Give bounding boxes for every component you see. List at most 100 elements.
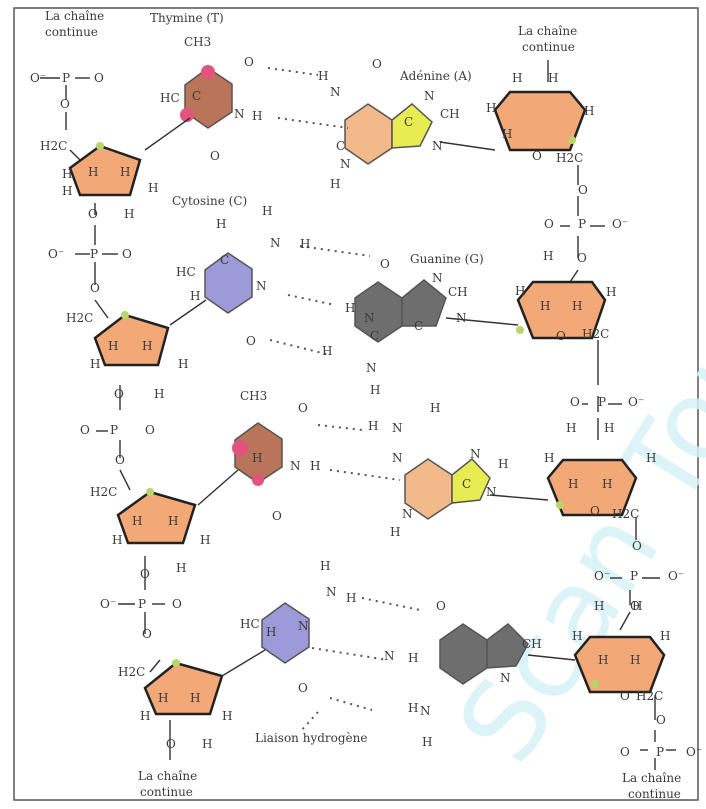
atom-label: H xyxy=(202,737,212,751)
atom-label: O xyxy=(90,281,100,295)
accent xyxy=(96,142,104,150)
atom-label: N xyxy=(392,421,403,435)
atom-label: H2C xyxy=(66,311,93,325)
guanine-ring-5-1 xyxy=(401,279,447,327)
atom-label: O xyxy=(577,251,587,265)
atom-label: N xyxy=(340,157,351,171)
atom-label: N xyxy=(270,236,281,250)
atom-label: P xyxy=(578,217,586,231)
atom-label: N xyxy=(256,279,267,293)
atom-label: H xyxy=(572,299,582,313)
atom-label: O xyxy=(142,627,152,641)
label-hbond: Liaison hydrogène xyxy=(255,731,368,745)
atom-label: H xyxy=(408,701,418,715)
glycosidic-bonds xyxy=(144,117,576,677)
left-sugars xyxy=(68,142,224,716)
atom-label: H xyxy=(422,735,432,749)
atom-label: O xyxy=(114,387,124,401)
atom-label: N xyxy=(384,649,395,663)
label-cytosine: Cytosine (C) xyxy=(172,194,247,208)
atom-label: O xyxy=(80,423,90,437)
label-chain-left-top-2: continue xyxy=(45,25,98,39)
cytosine-ring-2 xyxy=(261,602,310,664)
atom-label: O xyxy=(298,401,308,415)
atom-label: O xyxy=(372,57,382,71)
atom-label: P xyxy=(62,71,70,85)
atom-label: O xyxy=(166,737,176,751)
atom-label: H xyxy=(566,421,576,435)
atom-label: H xyxy=(90,357,100,371)
atom-label: O xyxy=(172,597,182,611)
atom-label: H xyxy=(346,591,356,605)
atom-label: N xyxy=(432,271,443,285)
atom-label: O xyxy=(298,681,308,695)
atom-label: H xyxy=(632,599,642,613)
atom-label: H xyxy=(646,451,656,465)
label-adenine: Adénine (A) xyxy=(399,69,472,83)
atom-label: O xyxy=(532,149,542,163)
atom-label: H xyxy=(548,71,558,85)
atom-label: H xyxy=(540,299,550,313)
atom-label: N xyxy=(402,507,413,521)
right-sugars xyxy=(493,90,666,694)
atom-label: CH3 xyxy=(184,35,211,49)
atom-label: H xyxy=(140,709,150,723)
atom-label: H xyxy=(222,709,232,723)
atom-label: O xyxy=(578,183,588,197)
atom-label: P xyxy=(630,569,638,583)
atom-label: N xyxy=(330,85,341,99)
left-backbone xyxy=(40,77,171,760)
atom-label: O xyxy=(544,217,554,231)
atom-label: H2C xyxy=(582,327,609,341)
atom-label: O⁻ xyxy=(612,217,628,231)
label-chain-right-top-1: La chaîne xyxy=(518,24,577,38)
atom-label: H xyxy=(62,167,72,181)
atom-label: C xyxy=(336,139,345,153)
atom-label: H xyxy=(572,629,582,643)
atom-label: O xyxy=(272,509,282,523)
atom-label: N xyxy=(364,311,375,325)
atom-label: O xyxy=(556,329,566,343)
atom-label: N xyxy=(298,619,309,633)
atom-label: H xyxy=(598,653,608,667)
adenine-ring-5-1 xyxy=(391,103,433,149)
atom-label: N xyxy=(326,585,337,599)
adenine-ring-5-2 xyxy=(451,457,491,504)
atom-label: H xyxy=(408,651,418,665)
adenine-ring-1 xyxy=(344,103,393,165)
accent xyxy=(556,501,564,509)
atom-label: O⁻ xyxy=(100,597,116,611)
atom-label: N xyxy=(420,704,431,718)
atom-label: H xyxy=(148,181,158,195)
atom-label: O⁻ xyxy=(668,569,684,583)
atom-label: H xyxy=(252,451,262,465)
sugar-left-3 xyxy=(116,490,197,545)
atom-label: H xyxy=(430,401,440,415)
accent xyxy=(591,680,599,688)
atom-label: H xyxy=(62,184,72,198)
atom-label: O xyxy=(246,334,256,348)
diagram-border xyxy=(13,7,699,801)
atom-label: O xyxy=(122,247,132,261)
atom-label: H2C xyxy=(90,485,117,499)
atom-label: H xyxy=(345,301,355,315)
atom-label: H xyxy=(176,561,186,575)
atom-label: H xyxy=(300,237,310,251)
atom-label: N xyxy=(366,361,377,375)
cytosine-ring-1 xyxy=(204,252,253,314)
atom-label: N xyxy=(432,139,443,153)
atom-label: H xyxy=(370,383,380,397)
atom-label: H xyxy=(132,514,142,528)
sugar-left-4 xyxy=(143,661,224,716)
label-chain-left-top-1: La chaîne xyxy=(45,9,104,23)
atom-label: H xyxy=(330,177,340,191)
atom-label: C xyxy=(192,89,201,103)
bases xyxy=(180,65,529,685)
atom-label: H xyxy=(168,514,178,528)
atom-label: C xyxy=(414,319,423,333)
atom-label: N xyxy=(424,89,435,103)
label-chain-right-bottom-1: La chaîne xyxy=(622,771,681,785)
atom-label: H xyxy=(515,284,525,298)
atom-label: H2C xyxy=(612,507,639,521)
